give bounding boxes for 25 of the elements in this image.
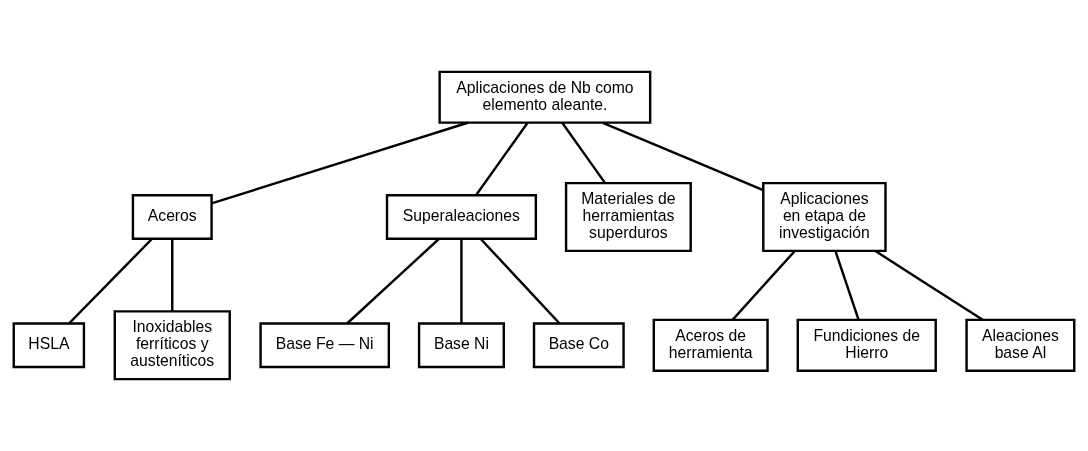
- node-box: Base Ni: [417, 322, 505, 369]
- node-box: Aleaciones base Al: [965, 318, 1076, 372]
- connector: [731, 250, 796, 321]
- node-box: Superaleaciones: [385, 194, 538, 240]
- connector: [460, 239, 463, 324]
- node-box: Materiales de herramientas superduros: [564, 181, 692, 253]
- node-box: Aceros: [131, 194, 213, 240]
- connector: [68, 238, 153, 325]
- node-box: Inoxidables ferríticos y austeníticos: [113, 310, 231, 381]
- connector: [475, 122, 529, 196]
- node-box: Aplicaciones en etapa de investigación: [762, 181, 887, 253]
- node-box: Aceros de herramienta: [652, 318, 769, 372]
- connector: [874, 249, 984, 321]
- node-box: Base Co: [532, 322, 625, 369]
- connector: [561, 122, 607, 184]
- node-box: HSLA: [12, 322, 86, 369]
- node-box: Fundiciones de Hierro: [796, 318, 937, 372]
- connector: [479, 238, 561, 325]
- node-box: Base Fe — Ni: [259, 322, 391, 369]
- connector: [834, 250, 860, 321]
- node-box: Aplicaciones de Nb como elemento aleante.: [438, 70, 652, 124]
- connector: [211, 121, 469, 205]
- connector: [346, 238, 440, 325]
- connector: [171, 239, 174, 311]
- connector: [602, 121, 764, 192]
